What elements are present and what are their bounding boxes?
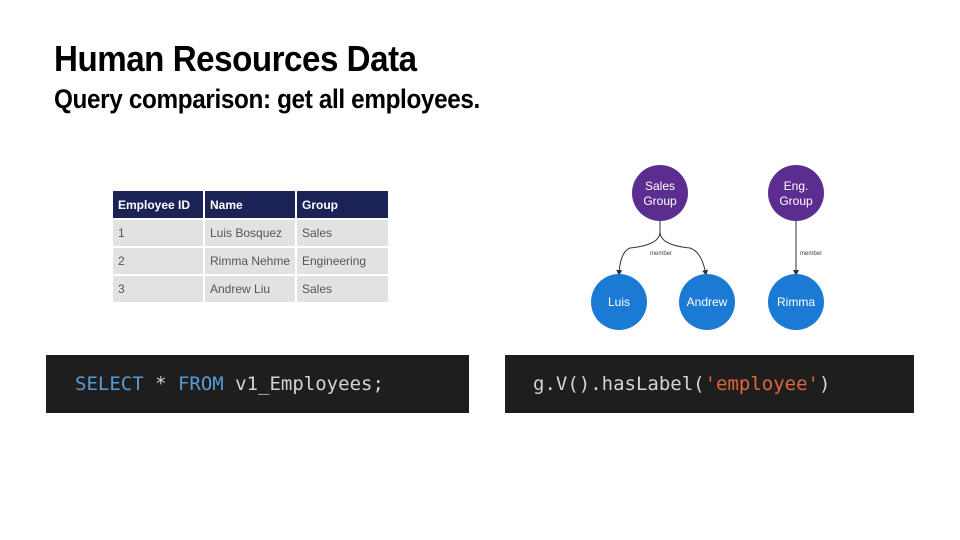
- table-row: 2 Rimma Nehme Engineering: [113, 246, 388, 275]
- node-label-eng: Eng.: [784, 179, 809, 193]
- cell-employee-id: 3: [113, 274, 205, 302]
- sql-keyword-from: FROM: [177, 373, 224, 395]
- node-label-rimma: Rimma: [777, 295, 815, 309]
- node-sales-group: Sales Group: [632, 165, 688, 221]
- edge-label-eng-member: member: [800, 251, 822, 257]
- sql-code-block: SELECT * FROM v1_Employees;: [46, 355, 469, 413]
- sql-keyword-select: SELECT: [75, 373, 144, 395]
- cell-employee-id: 2: [113, 246, 205, 275]
- sql-table-name: v1_Employees;: [223, 373, 384, 395]
- gremlin-label-argument: 'employee': [704, 373, 819, 395]
- node-rimma: Rimma: [768, 274, 824, 330]
- table-row: 3 Andrew Liu Sales: [113, 274, 388, 302]
- gremlin-prefix: g.V().hasLabel(: [533, 373, 705, 395]
- cell-name: Rimma Nehme: [204, 246, 297, 275]
- page-subtitle: Query comparison: get all employees.: [54, 84, 480, 114]
- cell-employee-id: 1: [113, 218, 205, 247]
- sql-star: *: [143, 373, 178, 395]
- node-label-luis: Luis: [608, 295, 630, 309]
- node-label-sales-group: Group: [643, 194, 677, 208]
- table-header-row: Employee ID Name Group: [113, 191, 388, 219]
- node-label-andrew: Andrew: [687, 295, 728, 309]
- employee-table: Employee ID Name Group 1 Luis Bosquez Sa…: [113, 191, 388, 302]
- node-andrew: Andrew: [679, 274, 735, 330]
- node-luis: Luis: [591, 274, 647, 330]
- column-header-employee-id: Employee ID: [113, 191, 205, 219]
- gremlin-code-block: g.V().hasLabel('employee'): [505, 355, 914, 413]
- employee-graph: member member Sales Group Eng. Group Lui…: [591, 165, 824, 330]
- table-row: 1 Luis Bosquez Sales: [113, 218, 388, 247]
- edge-label-sales-member: member: [650, 251, 672, 257]
- cell-group: Sales: [296, 218, 388, 247]
- page-title: Human Resources Data: [54, 38, 417, 79]
- column-header-name: Name: [204, 191, 297, 219]
- cell-group: Sales: [296, 274, 388, 302]
- node-label-eng-group: Group: [779, 194, 813, 208]
- cell-name: Luis Bosquez: [204, 218, 297, 247]
- gremlin-suffix: ): [818, 373, 831, 395]
- cell-name: Andrew Liu: [204, 274, 297, 302]
- column-header-group: Group: [296, 191, 388, 219]
- cell-group: Engineering: [296, 246, 388, 275]
- edge-sales-to-luis: [616, 218, 661, 276]
- edge-sales-to-andrew: [659, 231, 709, 276]
- node-label-sales: Sales: [645, 179, 675, 193]
- node-eng-group: Eng. Group: [768, 165, 824, 221]
